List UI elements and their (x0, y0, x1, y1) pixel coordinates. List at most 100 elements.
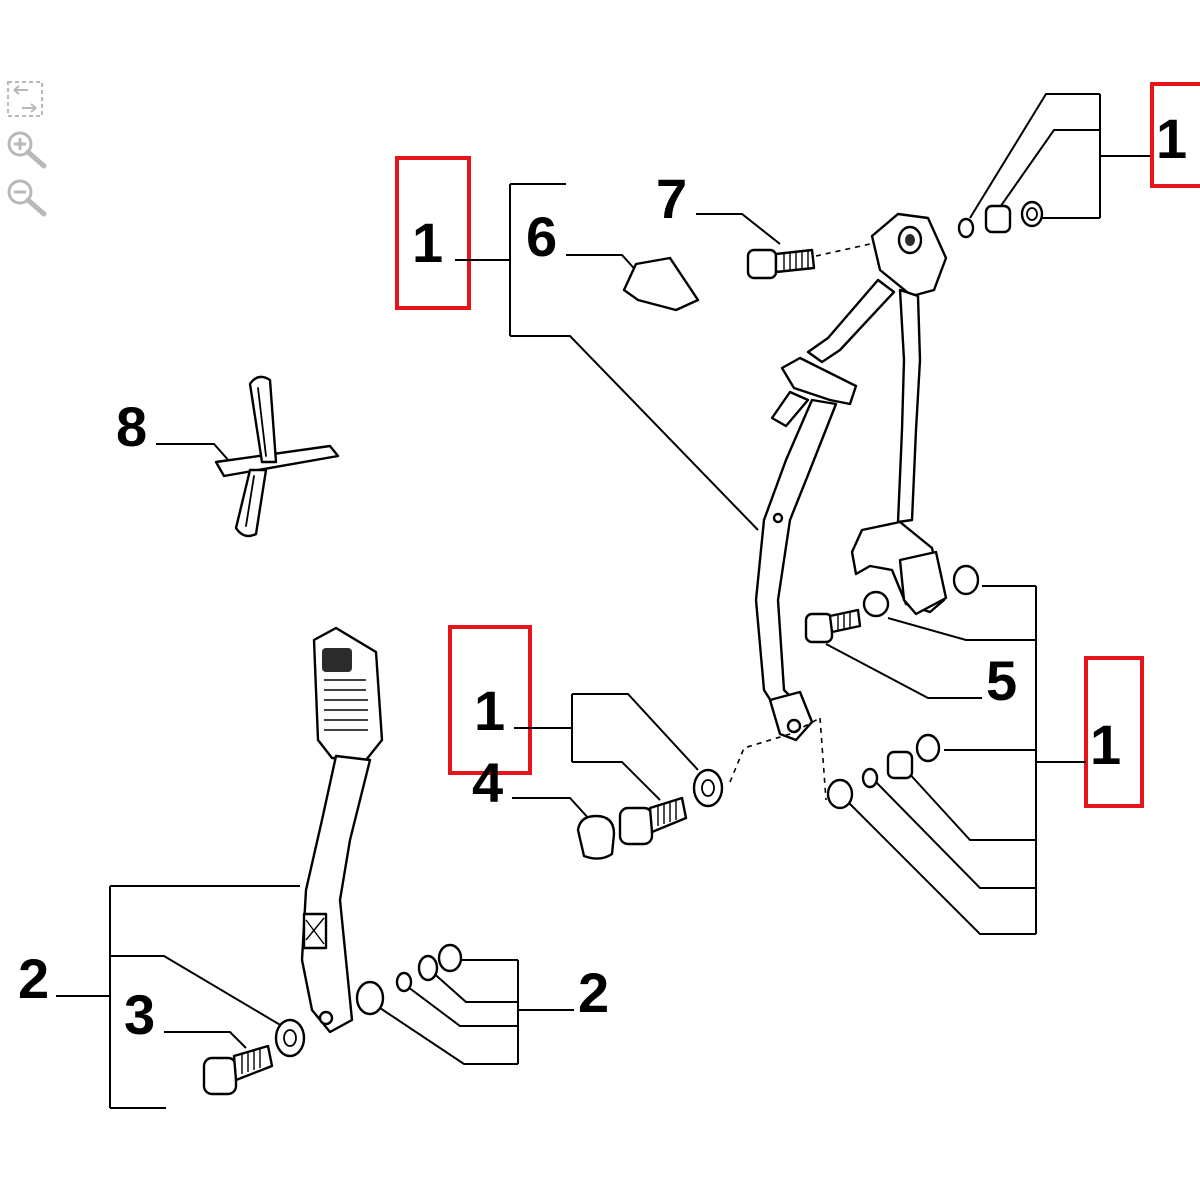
bushing (886, 750, 914, 780)
leader-line (566, 254, 641, 276)
washer (437, 943, 463, 973)
anchor-plate (870, 212, 948, 298)
buckle-grip (324, 679, 368, 731)
callout-label: 5 (986, 649, 1017, 712)
callout-label: 2 (578, 961, 609, 1024)
part-bolt-middle[interactable] (618, 768, 724, 846)
nut (862, 590, 890, 618)
leader-line (512, 797, 591, 821)
highlight-box (1150, 82, 1200, 188)
callout-group-top-right[interactable]: 1 (1150, 82, 1200, 188)
callout-label: 1 (474, 679, 505, 742)
part-anchor-bolt-top[interactable]: 7 (656, 167, 816, 280)
retractor-spool-cover (898, 550, 948, 616)
retractor-washer (952, 564, 980, 596)
callout-label: 4 (472, 751, 503, 814)
cover-cap-shape (622, 256, 700, 312)
part-spacer-set-buckle[interactable] (355, 943, 463, 1016)
leader-bracket-middle (514, 693, 699, 801)
large-washer (355, 980, 385, 1016)
bushing (984, 204, 1012, 234)
bolt-shank (232, 1044, 274, 1082)
leader-bracket-top-left (455, 183, 759, 531)
part-bolt-cap[interactable]: 4 (472, 751, 616, 860)
clip-loop-top (248, 375, 278, 464)
callout-label: 1 (1090, 713, 1121, 776)
zoom-in-icon (7, 131, 47, 169)
leader-bracket-top-right (969, 93, 1150, 219)
bolt-thread (657, 800, 677, 826)
bolt-shank (648, 796, 688, 834)
clip-loop-bottom (234, 468, 268, 538)
highlight-box (395, 156, 471, 310)
bolt-head (618, 806, 654, 846)
part-belt-guide-clip[interactable]: 8 (116, 375, 340, 538)
bolt-thread (783, 250, 809, 270)
assembly-line-lower (729, 717, 827, 801)
bolt-shank (774, 248, 816, 274)
leader-line (825, 643, 982, 699)
part-webbing-lower[interactable] (754, 398, 838, 742)
part-upper-anchor-plate[interactable] (870, 212, 948, 298)
highlight-box (1084, 656, 1144, 808)
viewer-toolbar (4, 78, 50, 218)
clip-loop-top-inner (257, 387, 267, 457)
washer (692, 768, 724, 808)
callout-label: 1 (412, 211, 443, 274)
bolt-cap-shape (576, 814, 616, 860)
adjuster-body (780, 356, 858, 406)
part-spacer-set-right[interactable] (826, 733, 941, 810)
callout-group-top-left[interactable]: 1 (395, 156, 471, 310)
bolt-shank (828, 608, 862, 634)
callout-group-buckle-right[interactable]: 2 (578, 961, 609, 1024)
small-spacer (395, 971, 413, 993)
small-spacer (861, 767, 879, 789)
part-height-adjuster[interactable] (770, 356, 858, 428)
highlight-box (448, 625, 532, 775)
part-buckle-bolt[interactable]: 3 (124, 983, 306, 1096)
callout-label: 3 (124, 983, 155, 1046)
buckle-housing (312, 626, 384, 762)
zoom-in-button[interactable] (4, 126, 50, 170)
large-washer (826, 778, 854, 810)
bolt-thread (837, 612, 851, 630)
bolt-head (746, 248, 778, 280)
clip-loop-bottom-inner (245, 475, 255, 527)
part-anchor-bolt-retractor[interactable]: 5 (804, 590, 1017, 712)
part-spacer-set-top[interactable] (957, 200, 1044, 239)
lower-anchor-hole (786, 718, 802, 734)
anchor-hole-inner (905, 234, 915, 246)
buckle-release-button (322, 648, 352, 672)
fit-to-screen-button[interactable] (4, 78, 50, 122)
callout-group-middle[interactable]: 1 (448, 625, 532, 775)
part-cover-cap[interactable]: 6 (526, 205, 700, 312)
bolt-head (202, 1056, 238, 1096)
callout-label: 7 (656, 167, 687, 230)
zoom-out-icon (7, 179, 47, 217)
callout-group-buckle-left[interactable]: 2 (18, 947, 49, 1010)
bolt-thread (241, 1048, 261, 1074)
leader-bracket-buckle-left (56, 885, 300, 1109)
leader-line (156, 443, 231, 463)
lower-anchor-plate (768, 690, 814, 742)
part-retractor[interactable] (850, 520, 980, 616)
callout-label: 6 (526, 205, 557, 268)
zoom-out-button[interactable] (4, 174, 50, 218)
part-webbing-upper[interactable] (806, 278, 922, 524)
washer-hole (1026, 207, 1038, 221)
washer (1020, 200, 1044, 228)
webbing-upper-segment (806, 278, 896, 364)
buckle-anchor-hole (318, 1010, 334, 1026)
bushing (417, 954, 439, 982)
part-buckle[interactable] (300, 626, 384, 1034)
adjuster-tab (770, 390, 810, 428)
washer (274, 1018, 306, 1058)
buckle-strap (300, 754, 372, 1034)
callout-label: 2 (18, 947, 49, 1010)
washer (915, 733, 941, 763)
webbing-rivet (772, 512, 784, 524)
washer-hole (283, 1029, 297, 1047)
callout-group-right[interactable]: 1 (1084, 656, 1144, 808)
